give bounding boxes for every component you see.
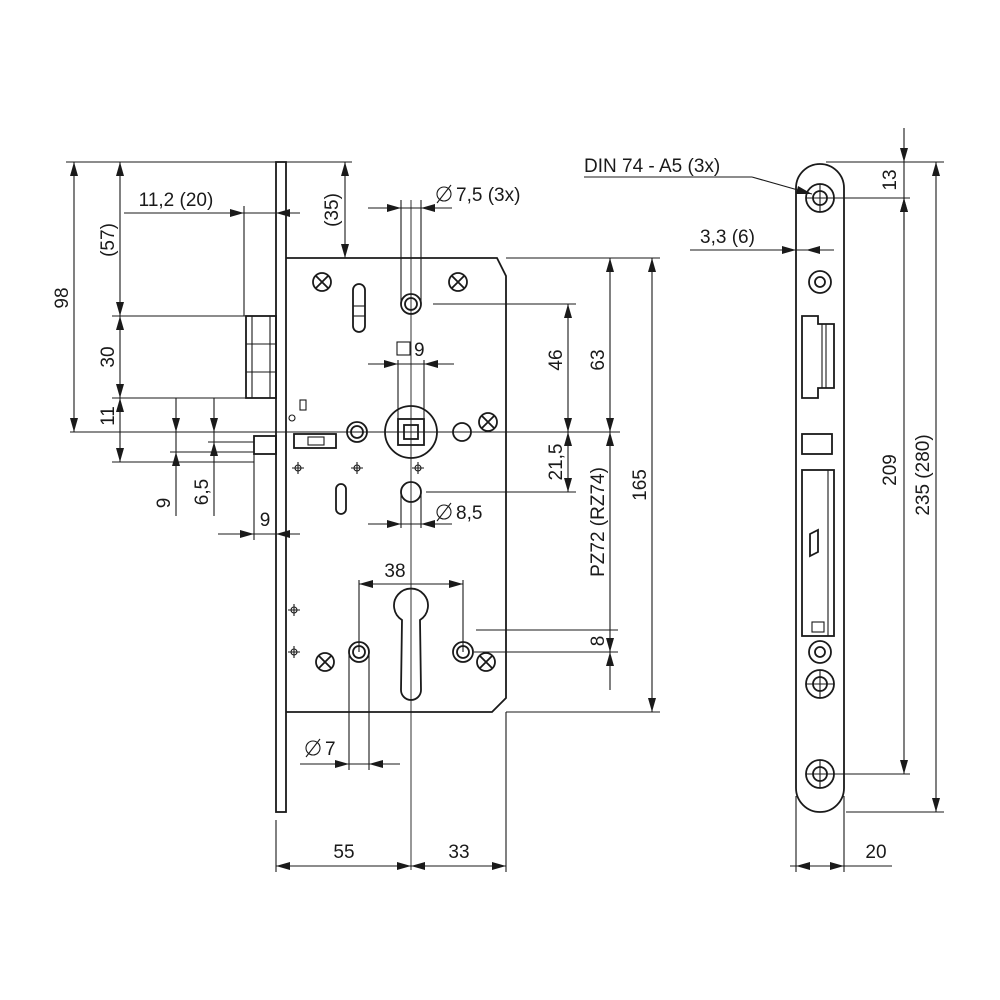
screw-icon	[448, 272, 468, 292]
screw-icon	[312, 272, 332, 292]
bolt-opening	[801, 469, 835, 637]
dim-209: 209	[880, 454, 901, 486]
lock-case	[286, 257, 507, 713]
dimensions-side: DIN 74 - A5 (3x) 3,3 (6) 13 209 235 (280…	[584, 128, 944, 872]
screw-icon	[805, 183, 835, 213]
dim-6-5: 6,5	[192, 479, 213, 505]
dim-9-vert: 9	[154, 498, 175, 509]
dim-30: 30	[98, 346, 119, 367]
dim-35: (35)	[322, 193, 343, 227]
dim-33: 33	[448, 842, 469, 863]
dim-11-2: 11,2 (20)	[139, 190, 214, 211]
square-icon	[396, 341, 411, 356]
diameter-icon	[436, 184, 452, 204]
dim-9-horz: 9	[260, 510, 271, 531]
screw-icon	[805, 759, 835, 789]
cylinder-hole	[393, 587, 429, 701]
forend-outline	[795, 163, 845, 813]
screw-icon	[805, 669, 835, 699]
dim-7-5: 7,5 (3x)	[456, 185, 520, 206]
forend-side-view	[795, 163, 845, 813]
dim-21-5: 21,5	[546, 444, 567, 481]
dim-98: 98	[52, 287, 73, 308]
latch-opening	[801, 315, 835, 399]
screw-icon	[315, 652, 335, 672]
dim-46: 46	[546, 349, 567, 370]
forend-plate	[275, 161, 287, 813]
lock-body	[70, 161, 620, 870]
dim-3-3: 3,3 (6)	[700, 227, 755, 248]
dimensions-front: 98 (57) 30 11 11,2 (20) (35)	[52, 161, 660, 872]
slot	[352, 283, 366, 333]
dim-57: (57)	[98, 223, 119, 257]
dim-pz72: PZ72 (RZ74)	[588, 467, 609, 577]
screw-icon	[478, 412, 498, 432]
dim-63: 63	[588, 349, 609, 370]
dead-latch	[253, 435, 277, 455]
dim-8-5: 8,5	[456, 503, 482, 524]
dim-13: 13	[880, 169, 901, 190]
dim-8: 8	[588, 636, 609, 647]
dim-din74: DIN 74 - A5 (3x)	[584, 156, 720, 177]
dim-38: 38	[384, 561, 405, 582]
dim-55: 55	[333, 842, 354, 863]
dim-11: 11	[98, 406, 119, 426]
dim-20: 20	[865, 842, 886, 863]
dim-7: 7	[325, 739, 336, 760]
diameter-icon	[305, 738, 321, 758]
diameter-icon	[436, 502, 452, 522]
screw-icon	[476, 652, 496, 672]
latch-bolt	[245, 315, 277, 399]
dim-235: 235 (280)	[913, 434, 934, 515]
dim-165: 165	[630, 469, 651, 501]
dim-sq-9: 9	[414, 340, 425, 361]
